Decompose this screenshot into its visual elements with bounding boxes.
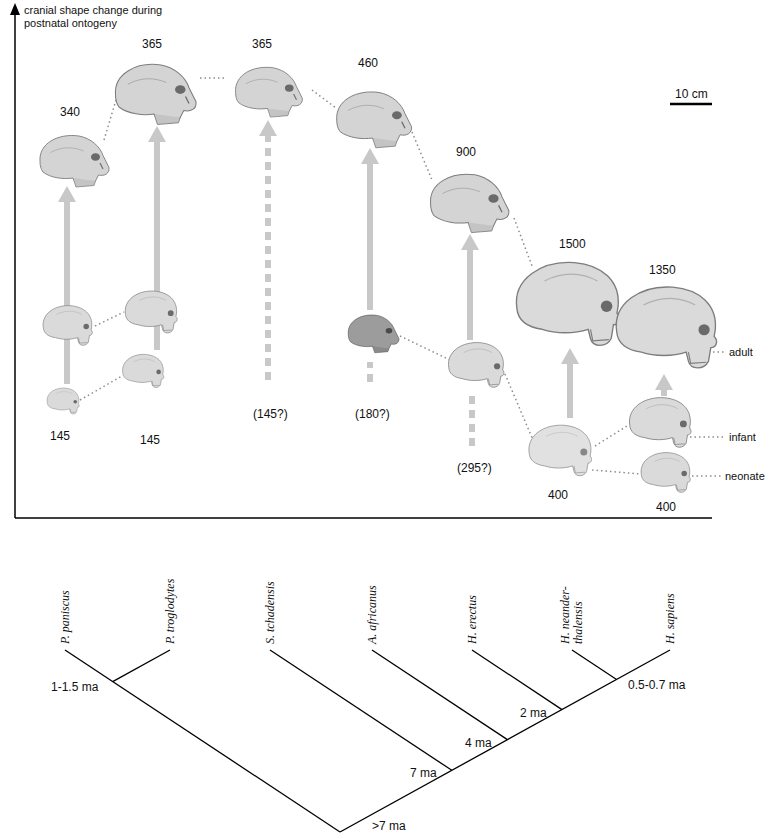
dotted-links bbox=[200, 77, 224, 79]
cranial-capacity: 900 bbox=[456, 145, 476, 159]
ontogeny-arrowheads bbox=[461, 234, 479, 250]
divergence-date: 1-1.5 ma bbox=[51, 680, 98, 694]
stage-label: neonate bbox=[725, 469, 765, 483]
skulls bbox=[348, 315, 399, 353]
species-name: H. erectus bbox=[466, 595, 479, 644]
dotted-links bbox=[80, 78, 726, 476]
divergence-date: 2 ma bbox=[520, 706, 547, 720]
skulls bbox=[616, 287, 716, 368]
dotted-links bbox=[514, 218, 532, 266]
phylogeny-tree bbox=[113, 650, 170, 682]
scale-bar bbox=[670, 103, 712, 106]
dotted-links bbox=[592, 470, 640, 474]
cranial-capacity: 365 bbox=[252, 37, 272, 51]
divergence-date: 7 ma bbox=[410, 766, 437, 780]
scale-label: 10 cm bbox=[675, 87, 708, 101]
dotted-links bbox=[400, 336, 450, 360]
species-name: A. africanus bbox=[366, 585, 379, 644]
ontogeny-arrowheads bbox=[655, 374, 673, 390]
ontogeny-arrows bbox=[367, 162, 373, 310]
cranial-capacity: (145?) bbox=[253, 407, 288, 421]
divergence-date: 0.5-0.7 ma bbox=[628, 678, 685, 692]
ontogeny-arrowheads bbox=[561, 348, 579, 364]
phylogeny-tree bbox=[472, 650, 562, 710]
skulls bbox=[123, 354, 164, 387]
species-name: H. neander- thalensis bbox=[559, 578, 585, 644]
skulls bbox=[431, 174, 509, 232]
skulls bbox=[125, 291, 177, 333]
species-name: P. troglodytes bbox=[164, 579, 177, 644]
ontogeny-arrowheads bbox=[259, 120, 277, 136]
ontogeny-arrows bbox=[367, 362, 373, 382]
skulls bbox=[629, 398, 691, 448]
species-name: P. paniscus bbox=[59, 590, 72, 644]
cranial-capacity: 145 bbox=[140, 433, 160, 447]
ontogeny-arrows bbox=[469, 392, 475, 446]
phylogeny-tree bbox=[270, 650, 452, 770]
cranial-capacity: 340 bbox=[60, 105, 80, 119]
cranial-capacity: 460 bbox=[358, 56, 378, 70]
dotted-links bbox=[412, 132, 432, 180]
axis-arrowhead bbox=[10, 3, 20, 15]
phylogeny-tree bbox=[340, 650, 670, 832]
dotted-links bbox=[312, 90, 336, 108]
divergence-date: 4 ma bbox=[465, 736, 492, 750]
skulls bbox=[236, 67, 303, 117]
dotted-links bbox=[713, 351, 726, 353]
stage-label: infant bbox=[729, 430, 756, 444]
stage-label: adult bbox=[729, 345, 753, 359]
axis-title: cranial shape change during postnatal on… bbox=[24, 4, 169, 30]
phylogeny-tree bbox=[572, 650, 617, 680]
skulls bbox=[448, 343, 504, 388]
phylogeny-tree bbox=[372, 650, 507, 740]
skulls bbox=[115, 64, 196, 124]
dotted-links bbox=[595, 426, 627, 446]
ontogeny-arrowheads bbox=[58, 186, 76, 202]
ontogeny-arrowheads bbox=[58, 120, 673, 390]
axes bbox=[15, 517, 712, 519]
dotted-links bbox=[104, 100, 116, 140]
ontogeny-arrows bbox=[64, 200, 70, 384]
axes bbox=[14, 12, 16, 518]
skulls bbox=[43, 306, 92, 346]
cranial-capacity: 145 bbox=[50, 429, 70, 443]
species-name: S. tchadensis bbox=[264, 581, 277, 644]
cranial-capacity: 365 bbox=[142, 37, 162, 51]
dotted-links bbox=[80, 376, 122, 400]
species-name: H. sapiens bbox=[664, 593, 677, 644]
phylogeny-tree bbox=[65, 650, 340, 832]
ontogeny-arrows bbox=[265, 134, 271, 380]
skulls bbox=[529, 425, 592, 476]
ontogeny-arrowheads bbox=[361, 148, 379, 164]
axes bbox=[15, 12, 712, 518]
ontogeny-arrowheads bbox=[148, 126, 166, 142]
dotted-links bbox=[692, 475, 722, 477]
dotted-links bbox=[95, 312, 124, 326]
divergence-date: >7 ma bbox=[372, 819, 406, 833]
cranial-capacity: 1350 bbox=[649, 263, 676, 277]
cranial-capacity: (180?) bbox=[355, 407, 390, 421]
cranial-capacity: (295?) bbox=[457, 461, 492, 475]
skulls bbox=[337, 92, 412, 148]
skulls bbox=[40, 135, 109, 187]
cranial-capacity: 1500 bbox=[559, 237, 586, 251]
cranial-capacity: 400 bbox=[548, 488, 568, 502]
skulls bbox=[47, 388, 79, 414]
ontogeny-arrows bbox=[467, 248, 473, 340]
dotted-links bbox=[505, 374, 533, 440]
phylogeny-tree bbox=[65, 650, 670, 832]
skulls bbox=[516, 262, 619, 345]
skulls bbox=[641, 453, 690, 493]
skulls bbox=[40, 64, 717, 492]
ontogeny-arrows bbox=[567, 362, 573, 418]
cranial-capacity: 400 bbox=[656, 500, 676, 514]
dotted-links bbox=[690, 436, 726, 438]
ontogeny-arrows bbox=[67, 134, 664, 446]
